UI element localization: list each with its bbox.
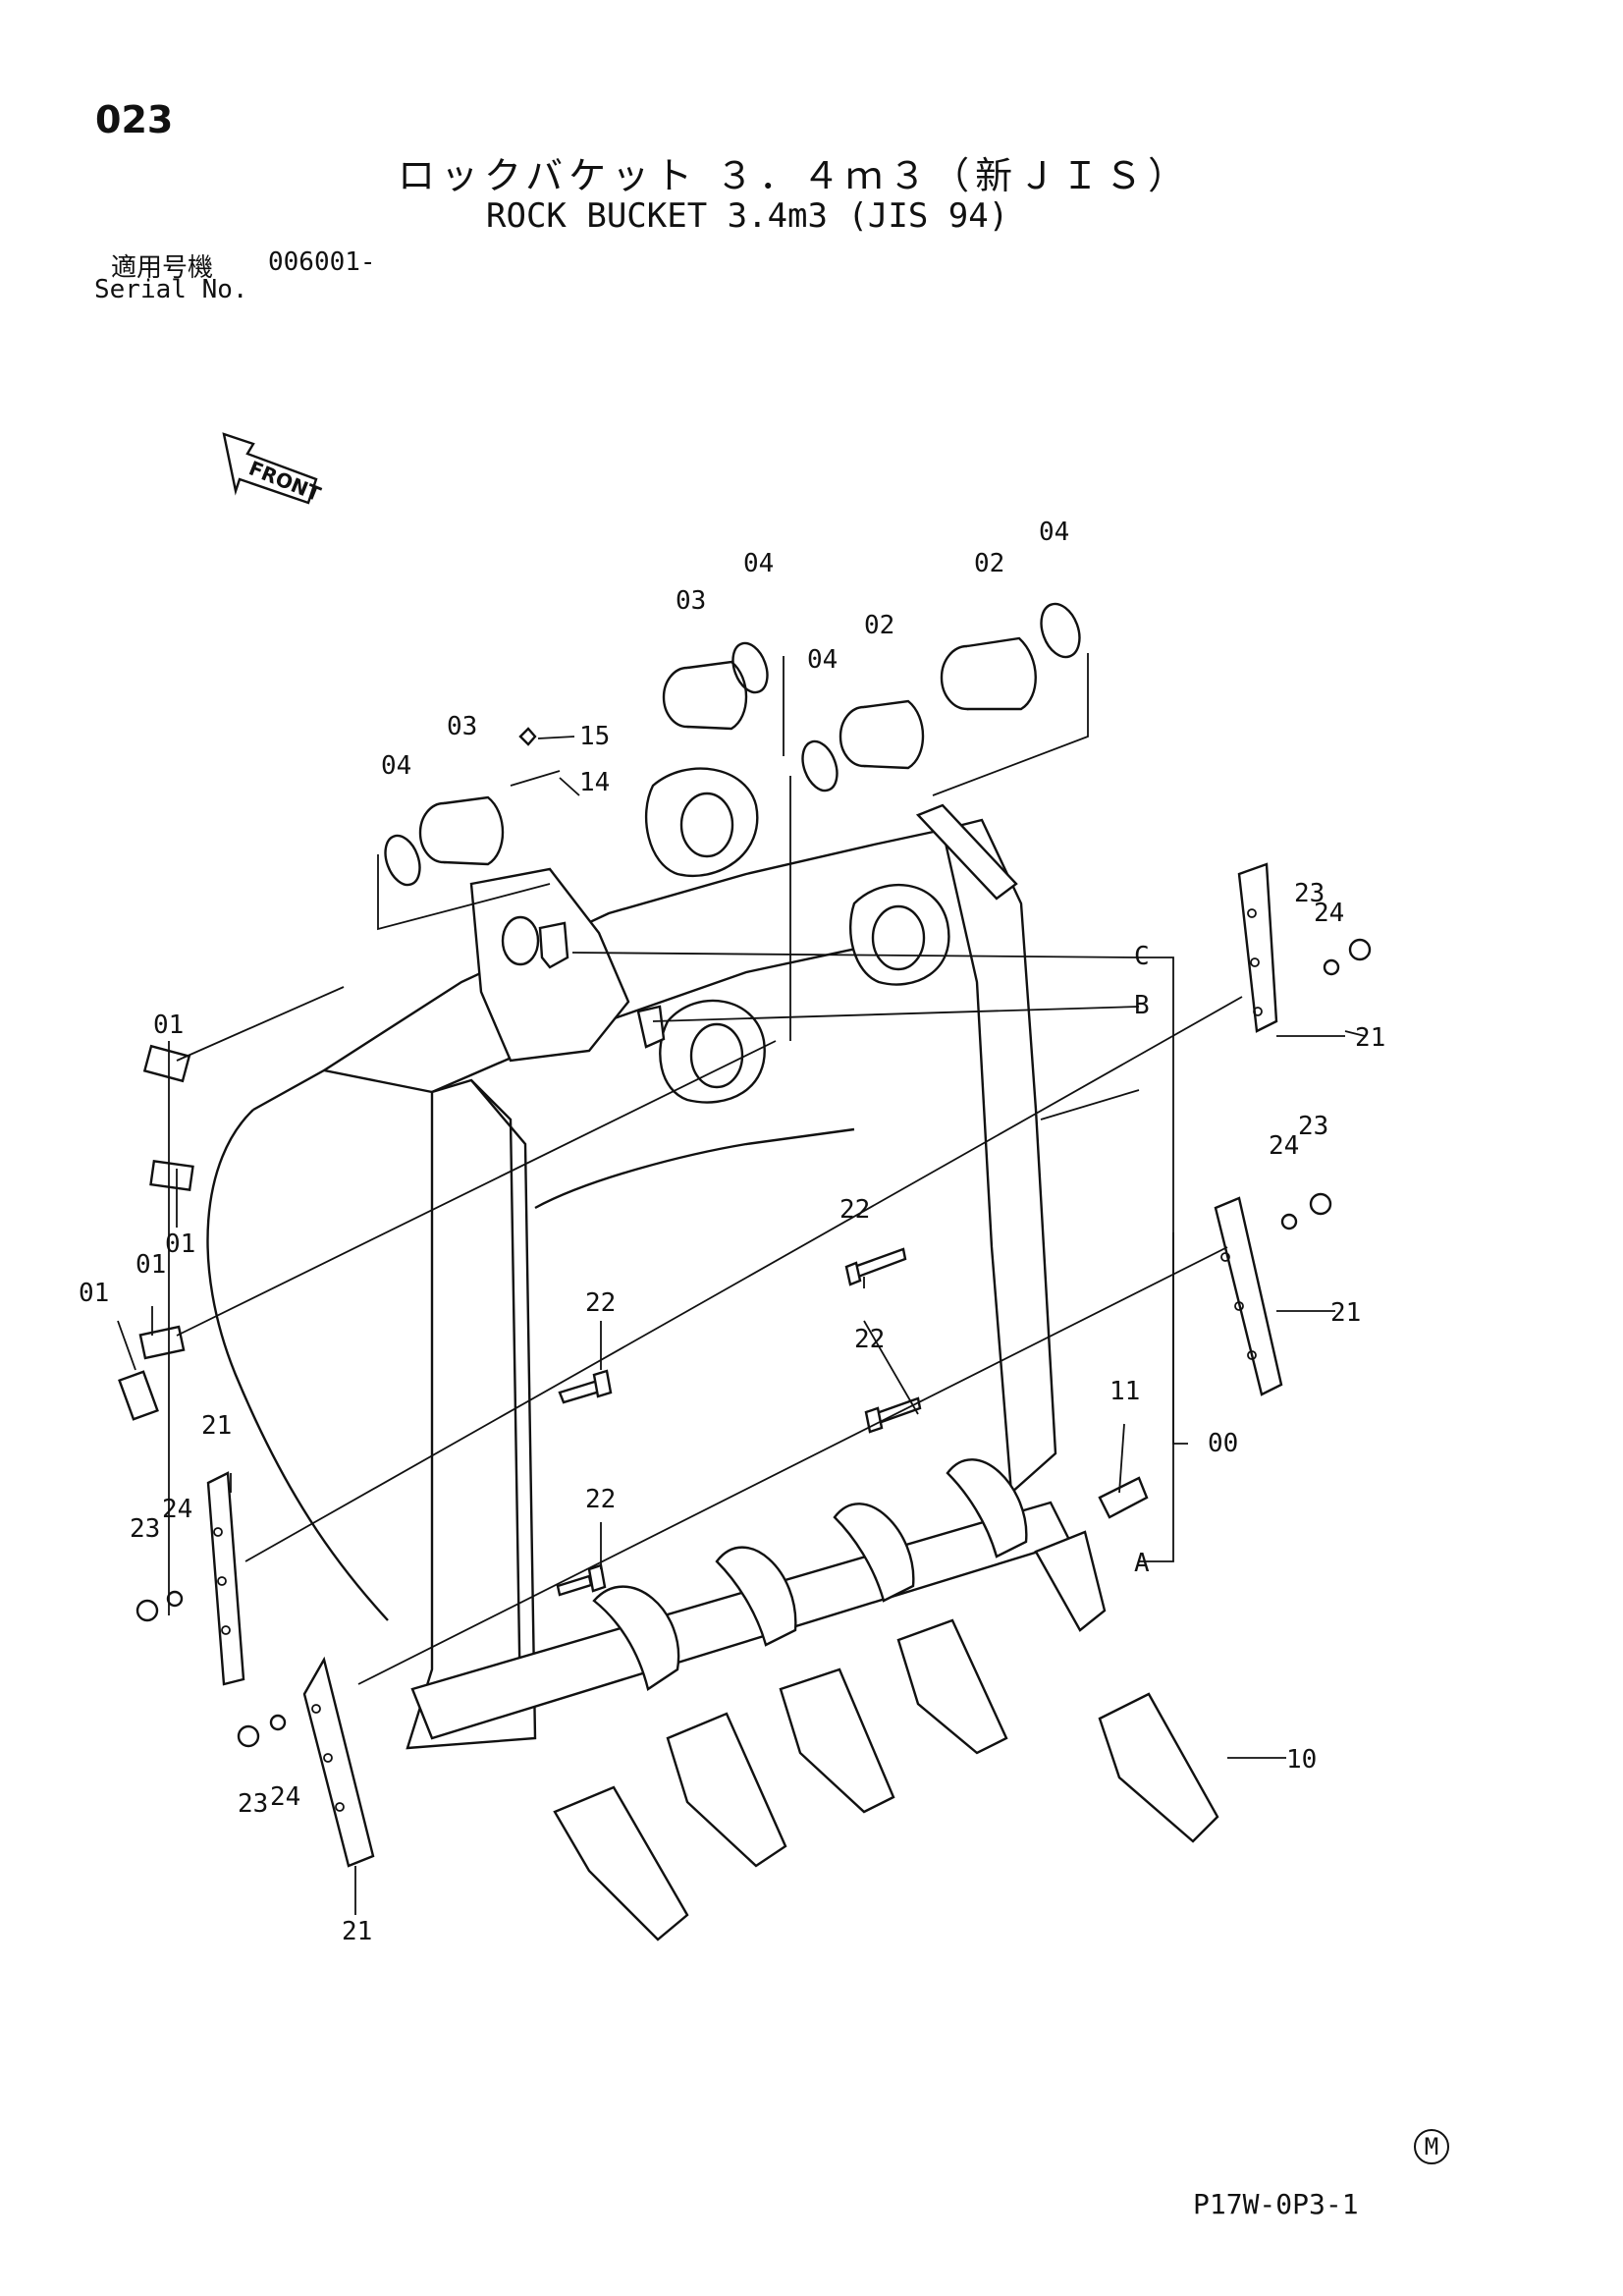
serial-label-japanese: 適用号機 xyxy=(111,253,214,283)
callout-C: C xyxy=(1134,942,1150,971)
boss-hole xyxy=(689,1022,744,1089)
callout-24: 24 xyxy=(1314,899,1344,928)
callout-23: 23 xyxy=(238,1789,268,1819)
callout-00: 00 xyxy=(1208,1429,1238,1458)
callout-24: 24 xyxy=(270,1782,300,1812)
callout-labels: 04 02 04 03 02 04 03 15 14 04 C B A 00 2… xyxy=(79,518,1385,1946)
pins-01 xyxy=(118,1044,194,1421)
serial-number: 006001- xyxy=(268,247,376,277)
callout-01: 01 xyxy=(153,1011,184,1040)
callout-22: 22 xyxy=(585,1485,616,1514)
callout-03: 03 xyxy=(447,712,477,741)
callout-A: A xyxy=(1134,1549,1150,1578)
bushings xyxy=(384,602,1081,887)
callout-01: 01 xyxy=(79,1279,109,1308)
callout-01: 01 xyxy=(135,1250,166,1280)
title-english: ROCK BUCKET 3.4m3 (JIS 94) xyxy=(486,196,1009,236)
side-cutters xyxy=(206,862,1283,1868)
leader-lines xyxy=(117,653,1366,1915)
tooth-10 xyxy=(1098,1692,1219,1843)
callout-22: 22 xyxy=(585,1288,616,1318)
callout-24: 24 xyxy=(162,1495,192,1524)
front-arrow-icon: FRONT xyxy=(222,432,324,506)
callout-21: 21 xyxy=(1330,1298,1361,1328)
callout-14: 14 xyxy=(579,768,610,797)
front-label: FRONT xyxy=(245,456,324,506)
callout-23: 23 xyxy=(130,1514,160,1544)
drawing-code: P17W-0P3-1 xyxy=(1193,2188,1359,2220)
callout-15: 15 xyxy=(579,722,610,751)
callout-02: 02 xyxy=(864,611,894,640)
callout-01: 01 xyxy=(165,1230,195,1259)
callout-23: 23 xyxy=(1298,1112,1328,1141)
callout-24: 24 xyxy=(1269,1131,1299,1161)
callout-04: 04 xyxy=(807,645,838,675)
callout-04: 04 xyxy=(1039,518,1069,547)
callout-B: B xyxy=(1134,991,1150,1020)
m-mark-icon: M xyxy=(1414,2129,1449,2164)
boss-hole xyxy=(871,904,926,971)
callout-02: 02 xyxy=(974,549,1004,578)
callout-21: 21 xyxy=(201,1411,232,1441)
fasteners xyxy=(135,727,1372,1748)
callout-23: 23 xyxy=(1294,879,1325,908)
callout-10: 10 xyxy=(1286,1745,1317,1775)
callout-04: 04 xyxy=(743,549,774,578)
callout-22: 22 xyxy=(854,1325,885,1354)
boss-hole xyxy=(679,792,734,858)
callout-22: 22 xyxy=(839,1195,870,1225)
serial-label-english: Serial No. xyxy=(94,275,248,304)
bucket-teeth xyxy=(553,1458,1219,1941)
page-number: 023 xyxy=(95,98,174,141)
title-japanese: ロックバケット ３．４ｍ３（新ＪＩＳ） xyxy=(398,154,1192,197)
boss-hole xyxy=(501,915,540,966)
callout-03: 03 xyxy=(676,586,706,616)
callout-21: 21 xyxy=(1355,1023,1385,1053)
callout-11: 11 xyxy=(1109,1377,1140,1406)
callout-21: 21 xyxy=(342,1917,372,1946)
callout-04: 04 xyxy=(381,751,411,781)
